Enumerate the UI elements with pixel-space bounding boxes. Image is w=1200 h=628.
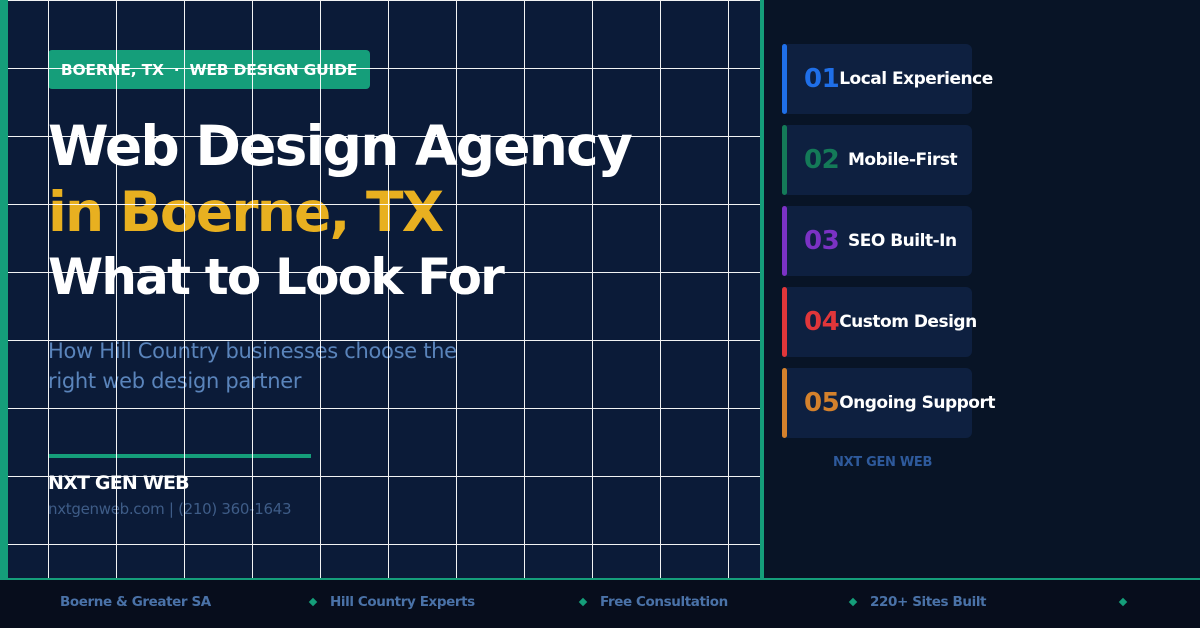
card-label: Mobile-First [848,150,958,170]
card-number: 02 [804,145,840,175]
tag-location: BOERNE, TX [60,60,164,79]
hero-panel: BOERNE, TX · WEB DESIGN GUIDE Web Design… [0,0,760,578]
footer-item: Boerne & Greater SA [60,594,211,610]
card-label: Ongoing Support [839,393,995,413]
headline-line-3: What to Look For [48,248,505,306]
diamond-icon [578,597,588,607]
brand-name: NXT GEN WEB [48,472,190,494]
card-accent-bar [782,206,787,276]
headline-line-1: Web Design Agency [48,114,633,178]
card-accent-bar [782,125,787,195]
card-number: 05 [804,388,840,418]
page-title: Web Design Agency in Boerne, TX What to … [48,112,633,310]
headline-line-2: in Boerne, TX [48,180,444,244]
feature-card-custom-design: 04 Custom Design [782,287,977,357]
feature-card-local-experience: 01 Local Experience [782,44,993,114]
panel-divider [760,0,764,578]
card-label: SEO Built-In [848,231,957,251]
card-number: 04 [804,307,840,337]
brand-contact: nxtgenweb.com | (210) 360-1643 [48,500,292,518]
footer-item: Free Consultation [600,594,728,610]
diamond-icon [1118,597,1128,607]
diamond-icon [308,597,318,607]
card-accent-bar [782,44,787,114]
feature-list: 01 Local Experience 02 Mobile-First 03 S… [782,44,995,449]
footer-bar: Boerne & Greater SA Hill Country Experts… [0,578,1200,628]
brand-watermark: NXT GEN WEB [833,455,933,470]
category-tag: BOERNE, TX · WEB DESIGN GUIDE [48,50,370,89]
accent-divider [48,454,311,458]
tag-topic: WEB DESIGN GUIDE [189,60,358,79]
left-accent-bar [0,0,8,578]
card-accent-bar [782,287,787,357]
footer-item: 220+ Sites Built [870,594,987,610]
card-label: Custom Design [839,312,977,332]
card-number: 01 [804,64,840,94]
card-accent-bar [782,368,787,438]
card-label: Local Experience [839,69,993,89]
feature-card-mobile-first: 02 Mobile-First [782,125,972,195]
subtitle: How Hill Country businesses choose the r… [48,339,457,393]
feature-card-seo-built-in: 03 SEO Built-In [782,206,972,276]
diamond-icon [848,597,858,607]
card-number: 03 [804,226,840,256]
footer-item: Hill Country Experts [330,594,475,610]
feature-card-ongoing-support: 05 Ongoing Support [782,368,995,438]
tag-separator: · [173,60,180,79]
